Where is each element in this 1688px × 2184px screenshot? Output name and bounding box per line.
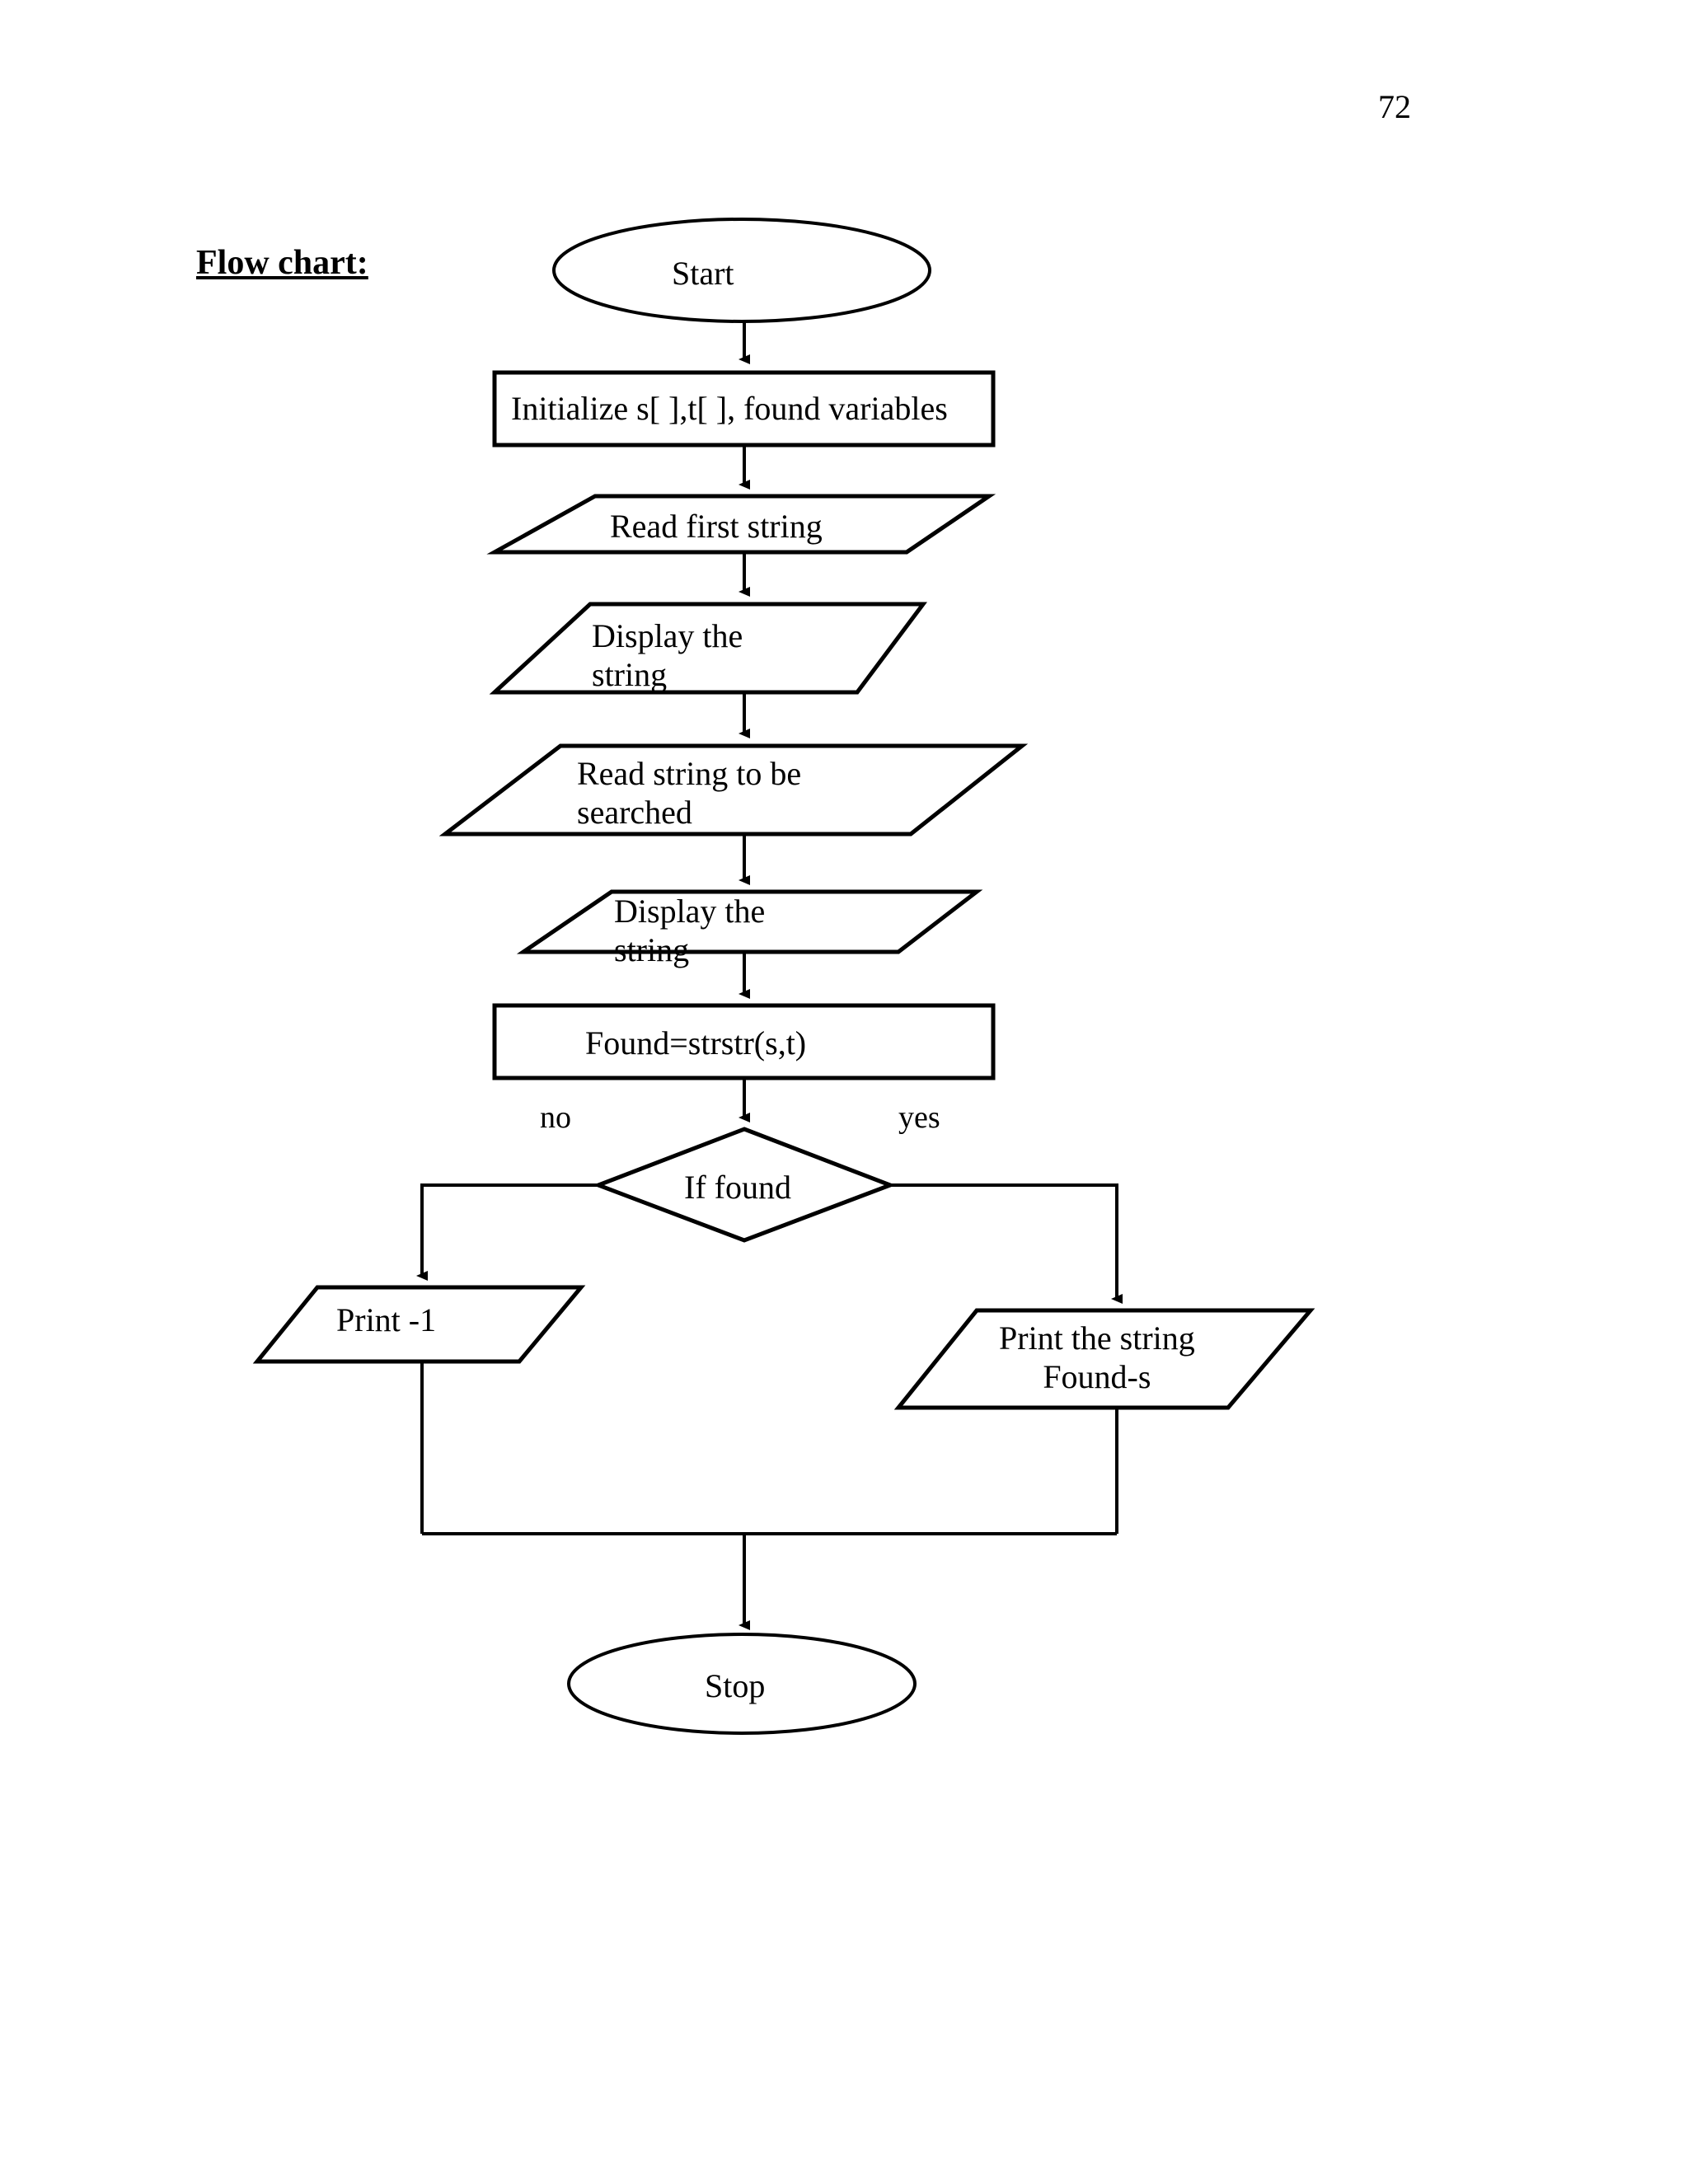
node-print-minus-one-shape bbox=[252, 1285, 586, 1364]
node-print-the-string-label: Print the string Found-s bbox=[999, 1319, 1195, 1396]
node-display-string-1-label: Display the string bbox=[592, 617, 743, 694]
node-start-label: Start bbox=[672, 255, 734, 292]
node-print-minus-one-label: Print -1 bbox=[336, 1301, 437, 1338]
node-if-found-label: If found bbox=[684, 1169, 791, 1206]
node-found-strstr-label: Found=strstr(s,t) bbox=[585, 1024, 807, 1062]
node-if-found-shape bbox=[592, 1127, 897, 1243]
edge-label-no: no bbox=[540, 1100, 571, 1135]
node-initialize-label: Initialize s[ ],t[ ], found variables bbox=[511, 390, 948, 427]
node-stop-shape bbox=[567, 1633, 917, 1735]
node-print-the-string-shape bbox=[893, 1308, 1315, 1410]
page-number: 72 bbox=[1378, 88, 1411, 125]
edge-label-yes: yes bbox=[898, 1100, 940, 1135]
node-stop-label: Stop bbox=[705, 1667, 766, 1704]
node-read-first-string-label: Read first string bbox=[610, 508, 823, 545]
node-display-string-1-shape bbox=[489, 602, 927, 695]
edge-if-found-yes-to-print-string bbox=[890, 1183, 1123, 1304]
node-start-shape bbox=[552, 218, 931, 323]
node-read-string-to-be-searched-label: Read string to be searched bbox=[577, 755, 802, 832]
node-display-string-2-label: Display the string bbox=[614, 893, 766, 969]
node-found-strstr-shape bbox=[492, 1003, 996, 1080]
node-read-string-to-be-searched-shape bbox=[438, 743, 1029, 837]
node-display-string-2-shape bbox=[516, 889, 983, 954]
node-read-first-string-shape bbox=[486, 494, 996, 555]
flow-chart-heading: Flow chart: bbox=[196, 244, 368, 282]
edge-if-found-no-to-print-minus-one bbox=[416, 1183, 598, 1281]
